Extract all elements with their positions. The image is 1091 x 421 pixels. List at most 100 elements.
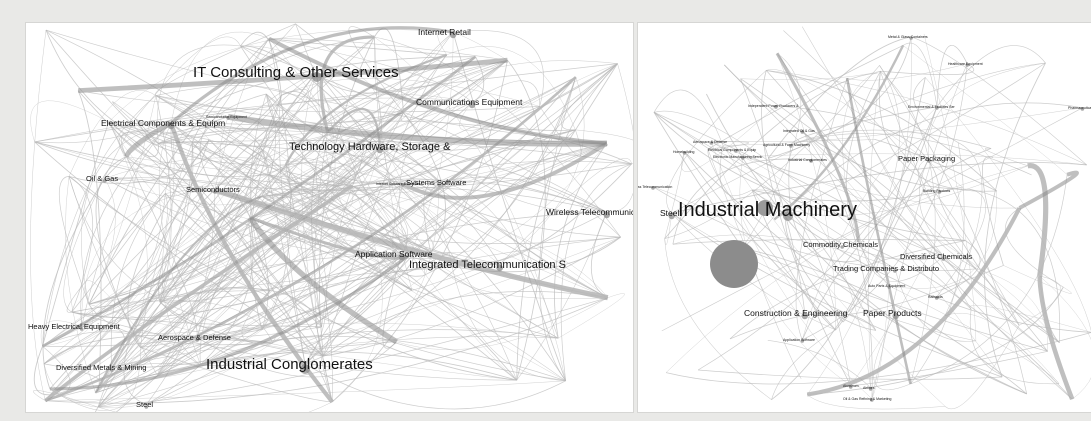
left-node-integrated-telecommunication-s[interactable] [496,264,503,272]
right-node-aerospace-defense[interactable] [709,141,714,145]
left-node-semiconductors[interactable] [213,190,217,194]
right-node-commodity-chemicals[interactable] [840,245,844,249]
left-node-technology-hardware-storage[interactable] [376,146,383,154]
left-edge-373 [88,303,517,381]
right-node-steel[interactable] [668,212,675,220]
left-edge-304 [158,129,352,176]
right-node-label-agricultural-farm-machinery: Agricultural & Farm Machinery [763,143,810,147]
left-node-application-software[interactable] [398,253,405,261]
left-node-label-it-consulting-other-services: IT Consulting & Other Services [193,64,399,81]
left-node-internet-software-services[interactable] [401,183,405,187]
right-edge-70 [664,72,878,239]
right-edge-62 [773,44,905,221]
left-node-label-semiconductors: Semiconductors [186,185,240,194]
right-node-label-pharmaceuticals: Pharmaceuticals [1068,106,1091,110]
left-edge-343 [374,27,404,113]
left-edge-95 [104,157,403,185]
right-node-wireless-telecommunication[interactable] [651,186,655,190]
left-edge-337 [321,31,454,327]
right-edge-51 [902,42,938,107]
right-node-integrated-oil-gas[interactable] [800,130,805,134]
left-node-electrical-components-equipm[interactable] [167,122,175,130]
right-node-application-software[interactable] [800,339,805,343]
right-edge-67 [858,65,900,261]
right-node-diversified-chemicals[interactable] [941,257,946,261]
right-edge-89 [653,110,860,234]
right-node-label-auto-parts-equipment: Auto Parts & Equipment [868,284,905,288]
right-edge-14 [697,106,938,371]
right-node-electronic-manufacturing-servic[interactable] [741,156,745,160]
left-edge-334 [249,179,607,218]
right-node-electrical-components-equip[interactable] [734,149,738,153]
left-edge-314 [140,76,576,348]
left-edge-295 [261,186,607,213]
left-edge-13 [606,63,633,213]
right-node-trading-companies-distributo[interactable] [893,269,897,273]
left-edge-35 [199,93,267,190]
right-node-airlines[interactable] [868,387,873,391]
left-edge-105 [261,196,425,277]
right-edge-19 [944,312,1060,384]
right-node-construction-engineering[interactable] [801,312,808,320]
right-edge-154 [969,188,1061,343]
left-edge-313 [471,80,540,107]
left-edge-30 [558,293,625,339]
right-node-industrial-conglomerates[interactable] [809,159,813,163]
right-node-oil-gas-refining-marketing[interactable] [870,398,874,402]
right-edge-99 [783,30,1020,326]
right-edge-88 [1018,170,1079,210]
right-node-independent-power-producers[interactable] [774,105,778,109]
right-node-paper-products[interactable] [892,312,899,320]
left-edge-402 [374,37,413,291]
left-node-heavy-electrical-equipment[interactable] [79,327,84,331]
left-node-it-consulting-other-services[interactable] [311,72,322,82]
left-edge-347 [95,337,198,394]
right-node-aluminum[interactable] [848,385,853,389]
left-node-industrial-conglomerates[interactable] [300,364,310,374]
right-node-paper-packaging[interactable] [927,159,931,163]
right-node-environmental-facilities-ser[interactable] [935,106,939,110]
left-edge-284 [124,121,173,158]
right-node-label-oil-gas-refining-marketing: Oil & Gas Refining & Marketing [843,397,891,401]
left-edge-282 [97,329,263,408]
left-node-aerospace-defense[interactable] [195,338,199,342]
right-node-auto-parts-equipment[interactable] [887,285,891,289]
right-node-agricultural-farm-machinery[interactable] [789,144,793,148]
left-node-systems-software[interactable] [437,183,441,187]
right-edge-23 [652,186,977,271]
right-edge-112 [684,151,1027,395]
left-node-communications-equipment[interactable] [468,101,476,109]
left-edge-185 [68,90,157,177]
left-node-diversified-metals-mining[interactable] [109,368,114,372]
left-edge-413 [248,196,322,327]
left-node-steel[interactable] [144,405,149,409]
left-node-semiconductor-equipment[interactable] [226,116,230,120]
right-node-pharmaceuticals[interactable] [1080,107,1085,111]
left-edge-404 [98,56,476,388]
right-edge-58 [925,77,1091,332]
left-node-wireless-telecommunication[interactable] [603,211,610,219]
right-edge-145 [666,332,1091,385]
left-edge-244 [42,178,105,390]
right-network-graph[interactable]: Industrial MachinerySteelWireless Teleco… [638,23,1091,412]
right-node-label-independent-power-producers: Independent Power Producers & [748,104,799,108]
right-edge-110 [1019,275,1061,326]
right-node-metal-glass-containers[interactable] [909,36,913,40]
right-node-industrial-machinery[interactable] [783,211,793,221]
right-network-panel[interactable]: Industrial MachinerySteelWireless Teleco… [637,22,1091,413]
right-node-large-hub[interactable] [710,240,758,288]
left-edge-15 [374,37,431,253]
left-edge-235 [200,336,566,382]
right-edge-129 [858,233,944,282]
right-node-building-products[interactable] [937,190,942,194]
right-node-industrial-machinery-hub[interactable] [757,200,773,216]
right-node-railroads[interactable] [934,296,939,300]
left-node-label-steel: Steel [136,400,153,409]
left-node-oil-gas[interactable] [102,179,107,183]
right-node-homebuilding[interactable] [682,151,687,155]
left-node-internet-retail[interactable] [449,31,457,39]
right-edge-150 [911,36,1087,166]
right-node-healthcare-equipment[interactable] [965,63,970,67]
